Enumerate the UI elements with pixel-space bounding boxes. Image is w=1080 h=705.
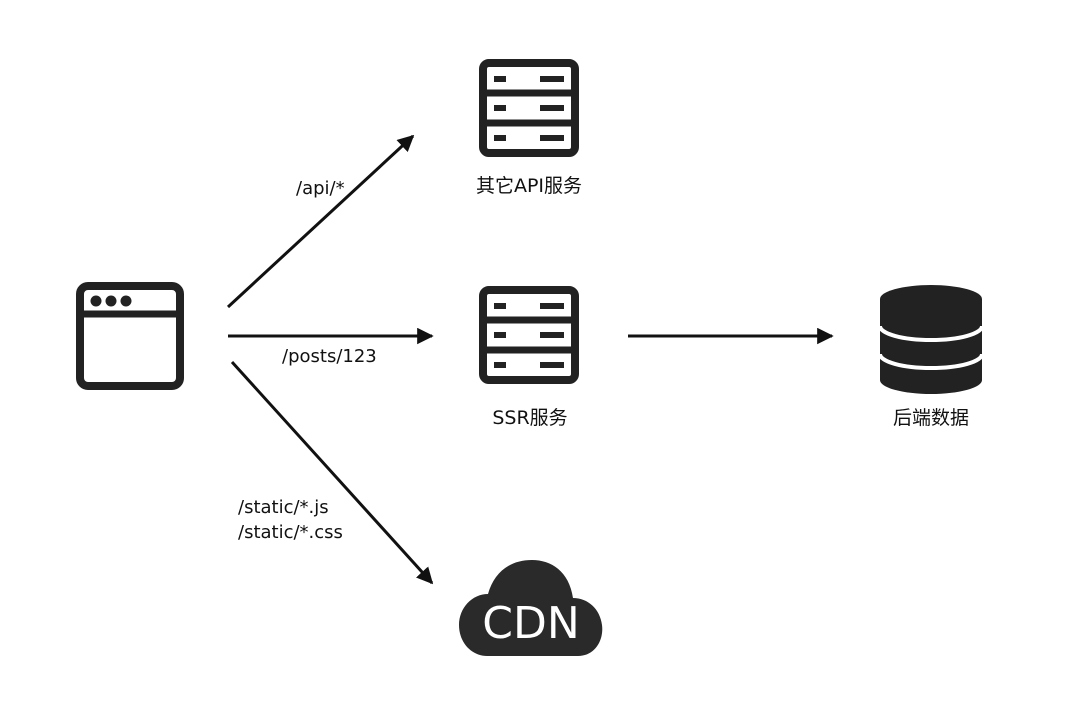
edge-label-cdn-css: /static/*.css [238, 522, 343, 543]
database-icon [878, 285, 984, 394]
cdn-label: CDN [482, 598, 580, 649]
edge-label-api: /api/* [296, 178, 345, 199]
api-server-icon [479, 59, 579, 157]
ssr-server-icon [479, 286, 579, 384]
arrow-to-cdn [230, 360, 434, 585]
arrow-to-api [226, 134, 415, 309]
edge-to-ssr: /posts/123 [228, 327, 434, 367]
edge-label-ssr: /posts/123 [282, 346, 377, 367]
edge-label-cdn-js: /static/*.js [238, 497, 329, 518]
browser-window-icon [76, 282, 184, 390]
cdn-cloud-icon: CDN [459, 560, 603, 656]
edge-to-api: /api/* [226, 134, 415, 309]
backend-data-label: 后端数据 [893, 407, 969, 429]
edge-to-cdn: /static/*.js /static/*.css [230, 360, 434, 585]
ssr-service-label: SSR服务 [492, 407, 567, 429]
api-service-label: 其它API服务 [476, 175, 582, 197]
